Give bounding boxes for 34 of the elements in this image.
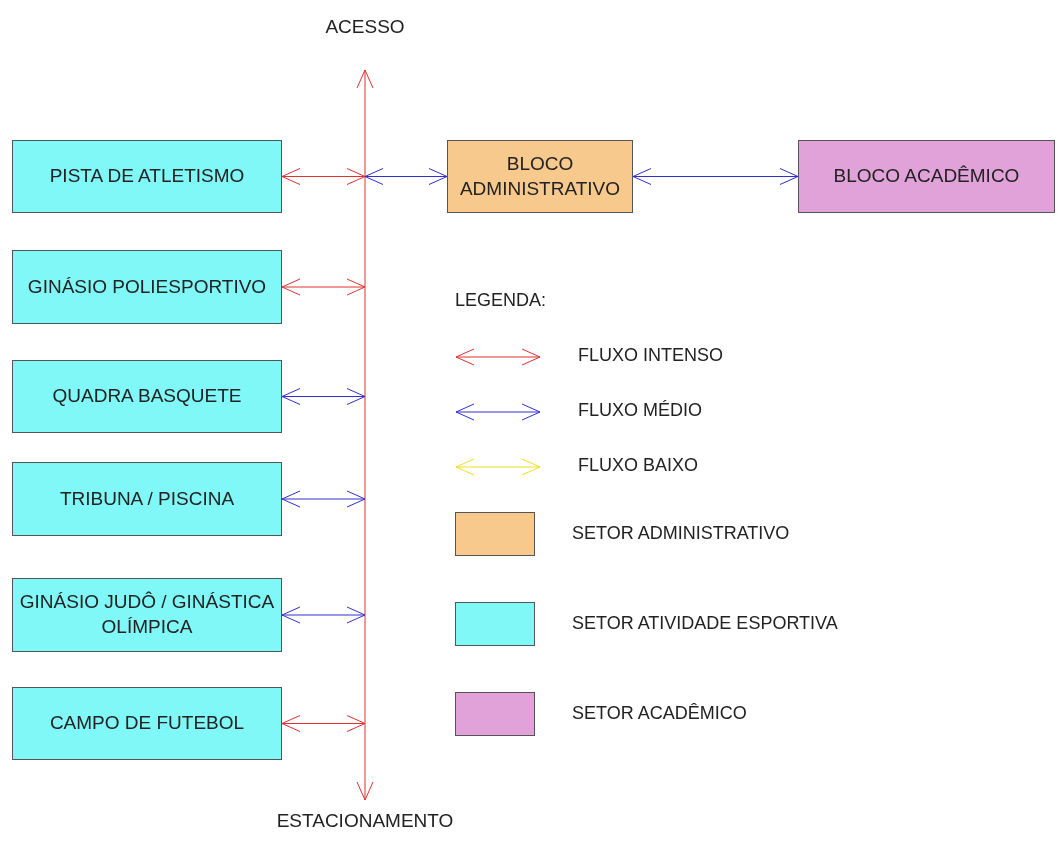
location-label: ACESSO: [325, 14, 405, 39]
double-arrow: [281, 490, 366, 508]
legend-label: SETOR ACADÊMICO: [572, 703, 747, 724]
area-box: [12, 462, 282, 536]
area-name: TRIBUNA / PISCINA: [59, 486, 235, 511]
area-name: BLOCO ACADÊMICO: [833, 164, 1020, 189]
area-box: [12, 360, 282, 433]
legend-title: LEGENDA:: [455, 290, 547, 311]
legend-label: FLUXO BAIXO: [578, 455, 699, 476]
legend-label: FLUXO INTENSO: [578, 345, 724, 366]
area-box: [12, 140, 282, 213]
double-arrow: [281, 715, 366, 732]
area-box: [12, 578, 282, 652]
double-arrow: [281, 168, 366, 185]
area-name: PISTA DE ATLETISMO: [49, 164, 245, 189]
double-arrow: [281, 606, 366, 624]
location-label: ESTACIONAMENTO: [276, 808, 454, 833]
double-arrow: [356, 69, 374, 801]
double-arrow: [632, 168, 799, 185]
area-box: [447, 140, 633, 213]
legend-label: FLUXO MÉDIO: [578, 400, 702, 421]
area-name: QUADRA BASQUETE: [52, 384, 242, 409]
area-box: [798, 140, 1055, 213]
area-name: GINÁSIO JUDÔ / GINÁSTICA OLÍMPICA: [18, 590, 276, 639]
legend-label: SETOR ADMINISTRATIVO: [572, 523, 790, 544]
double-arrow: [281, 278, 366, 296]
area-name: GINÁSIO POLIESPORTIVO: [27, 274, 267, 299]
legend-label: SETOR ATIVIDADE ESPORTIVA: [572, 613, 838, 634]
area-name: CAMPO DE FUTEBOL: [49, 711, 245, 736]
area-box: [12, 687, 282, 760]
double-arrow: [281, 388, 366, 405]
area-box: [12, 250, 282, 324]
double-arrow: [364, 168, 448, 185]
area-name: BLOCO ADMINISTRATIVO: [458, 151, 622, 201]
